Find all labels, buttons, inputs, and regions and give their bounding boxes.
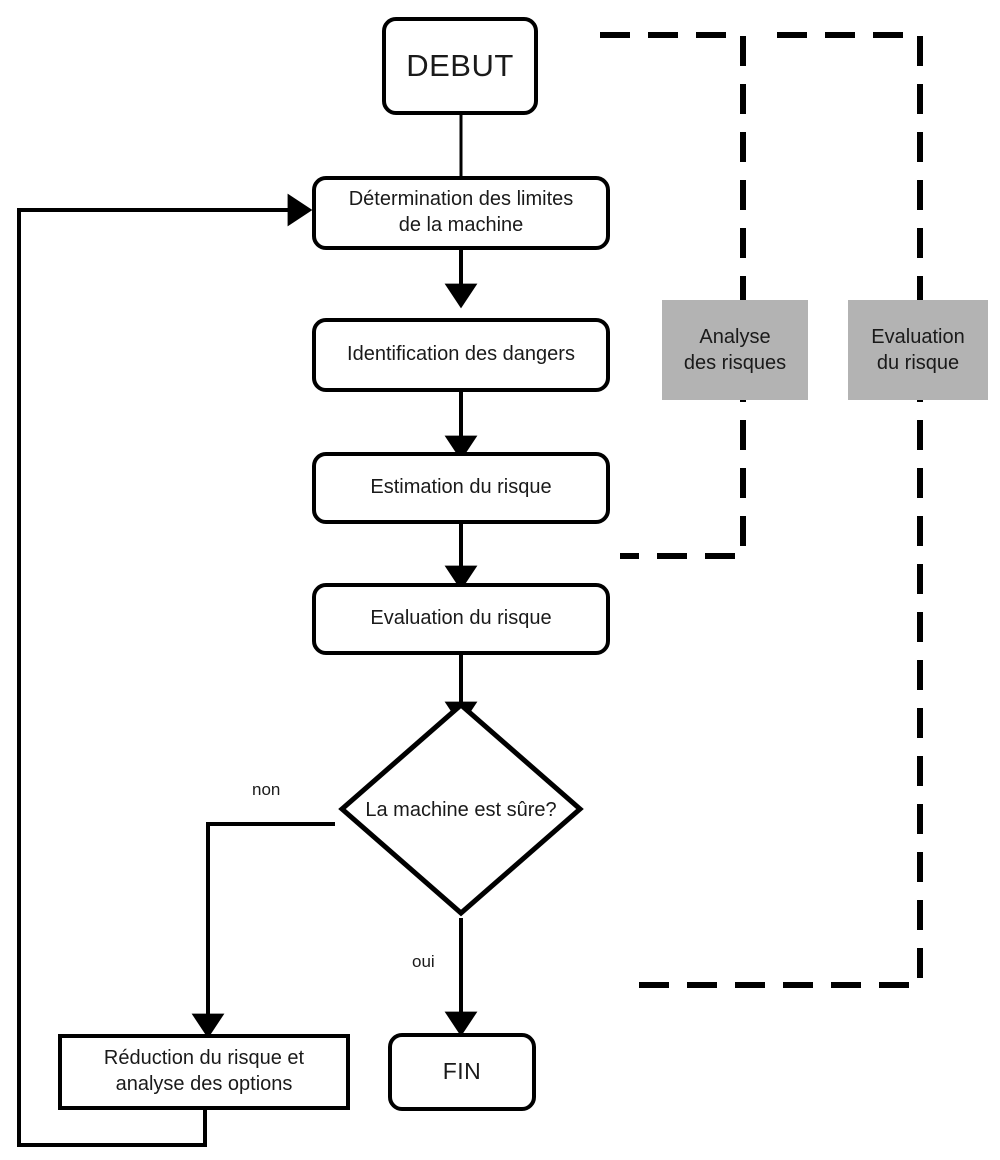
node-end[interactable]: FIN [388,1033,536,1111]
decision-text: La machine est sûre? [365,798,557,821]
node-start[interactable]: DEBUT [382,17,538,115]
node-identification-dangers[interactable]: Identification des dangers [312,318,610,392]
dashed-bracket-evaluation-du-risque [625,32,923,988]
node-decision-machine-sure[interactable] [336,699,586,919]
node-end-label: FIN [442,1058,482,1085]
edge-label-non: non [252,780,280,800]
node-decision-machine-sure-label: La machine est sûre? [336,799,586,821]
edge-label-oui-text: oui [412,952,435,971]
decision-diamond-shape [338,701,584,917]
group-evaluation-du-risque[interactable]: Evaluation du risque [848,300,988,400]
dashed-bracket-analyse-des-risques [600,32,746,559]
connector-reduction-feedback-loop [17,193,313,1147]
node-estimation-risque-label: Estimation du risque [370,476,552,499]
node-evaluation-risque-label: Evaluation du risque [370,607,552,630]
node-determination-limites[interactable]: Détermination des limites de la machine [312,176,610,250]
group-analyse-des-risques[interactable]: Analyse des risques [662,300,808,400]
node-identification-dangers-label: Identification des dangers [347,343,575,366]
node-estimation-risque[interactable]: Estimation du risque [312,452,610,524]
edge-label-oui: oui [412,952,435,972]
node-evaluation-risque[interactable]: Evaluation du risque [312,583,610,655]
node-start-label: DEBUT [406,48,514,84]
group-analyse-des-risques-label: Analyse des risques [683,326,787,374]
edge-label-non-text: non [252,780,281,799]
group-evaluation-du-risque-label: Evaluation du risque [871,326,965,374]
node-determination-limites-label: Détermination des limites de la machine [348,188,574,236]
node-reduction-risque-label: Réduction du risque et analyse des optio… [103,1047,305,1095]
connector-decision-no-to-reduction [191,822,335,1039]
node-reduction-risque[interactable]: Réduction du risque et analyse des optio… [58,1034,350,1110]
